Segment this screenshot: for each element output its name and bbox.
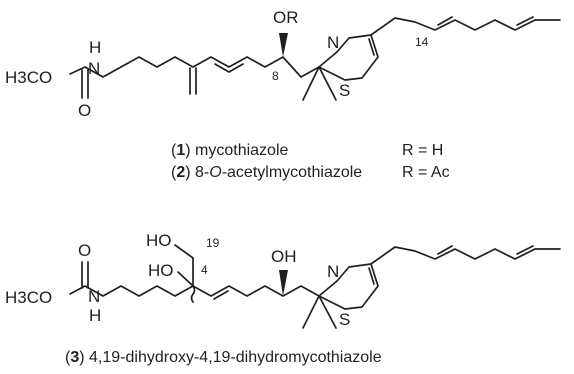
nh-hydrogen-label: H (89, 306, 101, 325)
svg-text:(1) mycothiazole: (1) mycothiazole (171, 142, 288, 159)
h3co-label: H3CO (5, 68, 52, 87)
locant-4: 4 (201, 263, 208, 277)
stereo-wedge-bond (279, 270, 288, 296)
hydroxyl-c8-label: OH (271, 247, 297, 266)
nh-nitrogen-label: N (88, 59, 100, 78)
thiazole-sulfur-label: S (339, 310, 350, 329)
structure-mycothiazole: H3CO H N O OR N S 8 14 (5, 8, 561, 120)
caption-compound-3: (3) 4,19-dihydroxy-4,19-dihydromycothiaz… (65, 349, 382, 366)
nh-nitrogen-label: N (88, 287, 100, 306)
carbonyl-oxygen-label: O (78, 101, 91, 120)
h3co-label: H3CO (5, 288, 52, 307)
thiazole-nitrogen-label: N (327, 262, 339, 281)
locant-14: 14 (415, 35, 429, 49)
caption-compound-2: (2) 8-O-acetylmycothiazole R = Ac (171, 164, 450, 181)
compound-name-2-suffix: -acetylmycothiazole (222, 164, 363, 181)
hydroxyl-mid-label: HO (148, 261, 174, 280)
hydroxyl-top-label: HO (146, 231, 172, 250)
carbonyl-oxygen-label: O (78, 241, 91, 260)
r-value-1: R = H (402, 142, 443, 159)
nh-hydrogen-label: H (89, 38, 101, 57)
caption-compound-1: (1) mycothiazole R = H (171, 142, 443, 159)
compound-name-1: mycothiazole (195, 142, 288, 159)
or-label: OR (273, 8, 299, 27)
compound-number-1: 1 (176, 142, 185, 159)
thiazole-sulfur-label: S (339, 81, 350, 100)
thiazole-nitrogen-label: N (327, 33, 339, 52)
stereo-wedge-bond (279, 33, 288, 57)
compound-number-2: 2 (176, 164, 185, 181)
r-value-2: R = Ac (402, 164, 450, 181)
locant-19: 19 (206, 236, 220, 250)
compound-name-3: 4,19-dihydroxy-4,19-dihydromycothiazole (89, 349, 382, 366)
structure-1-bonds (69, 16, 561, 101)
svg-text:(3) 4,19-dihydroxy-4,19-dihydr: (3) 4,19-dihydroxy-4,19-dihydromycothiaz… (65, 349, 382, 366)
structure-dihydroxy-dihydromycothiazole: H3CO O N H HO HO OH N S 19 4 (5, 231, 561, 329)
compound-name-2-italic: O (209, 164, 221, 181)
compound-number-3: 3 (70, 349, 79, 366)
compound-name-2-prefix: 8- (195, 164, 209, 181)
svg-text:(2) 8-O-acetylmycothiazole: (2) 8-O-acetylmycothiazole (171, 164, 362, 181)
locant-8: 8 (272, 69, 279, 83)
structure-3-bonds (69, 244, 561, 329)
